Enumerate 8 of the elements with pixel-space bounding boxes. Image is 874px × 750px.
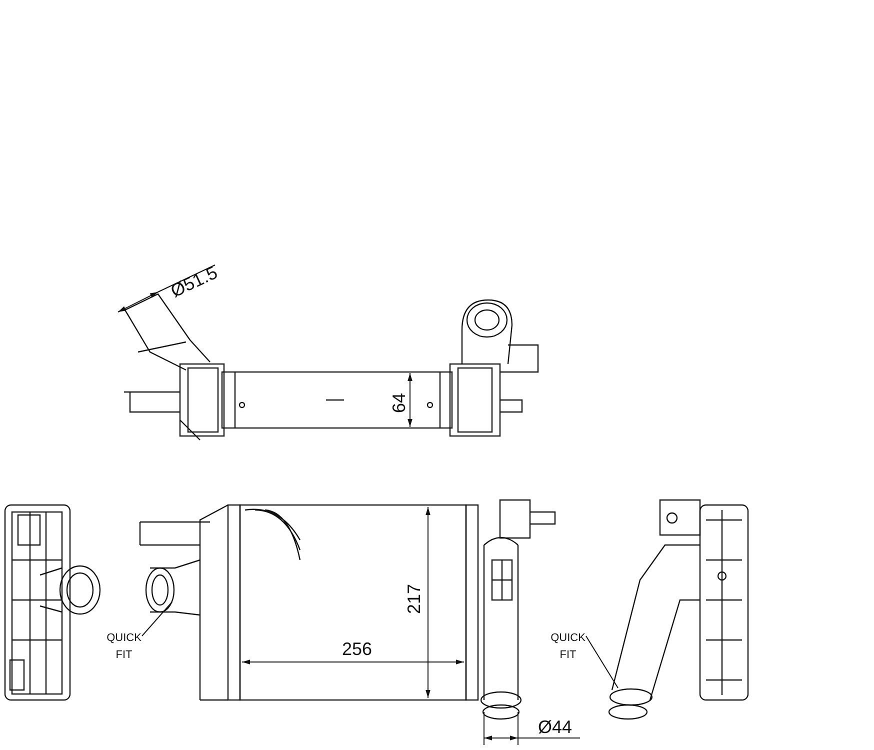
dimension-value: Ø44 <box>538 718 572 736</box>
callout-label: QUICK FIT <box>106 630 142 663</box>
leader-line <box>142 602 172 636</box>
leader-line <box>586 636 618 688</box>
dimension-value: 256 <box>342 640 372 658</box>
callout-label: QUICK FIT <box>550 630 586 663</box>
dimension-value: 217 <box>405 584 423 614</box>
dimension-value: 64 <box>390 392 408 413</box>
